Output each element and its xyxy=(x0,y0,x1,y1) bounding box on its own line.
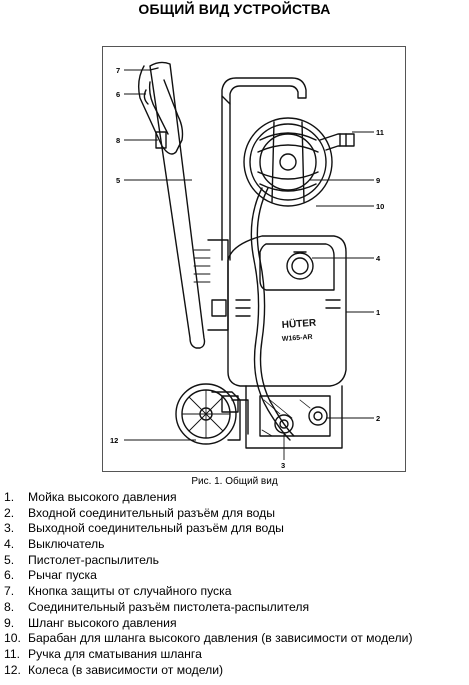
list-item: 1. Мойка высокого давления xyxy=(4,490,413,506)
list-item: 4. Выключатель xyxy=(4,537,413,553)
list-item-number: 1. xyxy=(4,490,15,504)
list-item: 12. Колеса (в зависимости от модели) xyxy=(4,663,413,679)
list-item: 3. Выходной соединительный разъём для вод… xyxy=(4,521,413,537)
list-item-text: Выключатель xyxy=(28,537,105,552)
list-item-number: 10. xyxy=(4,631,21,646)
list-item-text: Колеса (в зависимости от модели) xyxy=(28,662,224,677)
page-title: ОБЩИЙ ВИД УСТРОЙСТВА xyxy=(138,1,331,17)
list-item: 11. Ручка для сматывания шланга xyxy=(4,647,413,663)
high-pressure-hose xyxy=(250,187,291,441)
list-item-number: 3. xyxy=(4,521,15,536)
brand-logo: HÜTER xyxy=(281,316,317,331)
pressure-washer-illustration: HÜTER W165-AR 7 6 8 5 11 9 10 4 1 2 3 12 xyxy=(110,61,384,470)
spray-gun-lance xyxy=(149,61,206,349)
list-item-text: Ручка для сматывания шланга xyxy=(28,646,202,661)
list-item: 10. Барабан для шланга высокого давления … xyxy=(4,631,413,647)
list-item-number: 11. xyxy=(4,646,21,661)
inlet-connector xyxy=(308,406,328,426)
list-item-text: Пистолет-распылитель xyxy=(28,552,159,567)
callout-12: 12 xyxy=(110,436,118,445)
handle-frame xyxy=(221,77,307,105)
lower-base xyxy=(245,385,343,449)
callout-10: 10 xyxy=(376,202,384,211)
list-item: 2. Входной соединительный разъём для воды xyxy=(4,506,413,522)
list-item-text: Барабан для шланга высокого давления (в … xyxy=(28,631,413,646)
gun-grip xyxy=(137,65,184,155)
callout-2: 2 xyxy=(376,414,380,423)
hose-reel xyxy=(243,117,333,207)
list-item-text: Шланг высокого давления xyxy=(28,615,177,630)
callout-6: 6 xyxy=(116,90,120,99)
list-item-text: Соединительный разъём пистолета-распылит… xyxy=(28,599,310,614)
callout-8: 8 xyxy=(116,136,120,145)
list-item-number: 12. xyxy=(4,662,21,677)
callout-3: 3 xyxy=(281,461,285,470)
list-item: 7. Кнопка защиты от случайного пуска xyxy=(4,584,413,600)
callout-9: 9 xyxy=(376,176,380,185)
list-item: 8. Соединительный разъём пистолета-распыл… xyxy=(4,600,413,616)
callout-7: 7 xyxy=(116,66,120,75)
callout-11: 11 xyxy=(376,128,384,137)
list-item-number: 5. xyxy=(4,552,15,567)
figure-caption: Рис. 1. Общий вид xyxy=(191,476,278,487)
list-item: 5. Пистолет-распылитель xyxy=(4,553,413,569)
list-item-number: 7. xyxy=(4,584,15,599)
main-body xyxy=(227,235,347,387)
list-item: 6. Рычаг пуска xyxy=(4,568,413,584)
reel-crank xyxy=(319,133,355,151)
wheel xyxy=(175,383,237,445)
list-item: 9. Шланг высокого давления xyxy=(4,616,413,632)
list-item-text: Мойка высокого давления xyxy=(28,490,177,504)
list-item-number: 4. xyxy=(4,537,15,552)
list-item-number: 2. xyxy=(4,505,15,520)
list-item-number: 8. xyxy=(4,599,15,614)
list-item-number: 6. xyxy=(4,568,15,583)
model-label: W165-AR xyxy=(282,334,313,343)
callout-5: 5 xyxy=(116,176,120,185)
list-item-text: Рычаг пуска xyxy=(28,568,97,583)
list-item-text: Выходной соединительный разъём для воды xyxy=(28,521,284,536)
list-item-number: 9. xyxy=(4,615,15,630)
power-switch xyxy=(286,251,314,280)
list-item-text: Входной соединительный разъём для воды xyxy=(28,505,276,520)
callout-1: 1 xyxy=(376,308,380,317)
parts-list: 1. Мойка высокого давления 2. Входной соед… xyxy=(4,490,413,678)
callout-4: 4 xyxy=(376,254,381,263)
list-item-text: Кнопка защиты от случайного пуска xyxy=(28,584,232,599)
